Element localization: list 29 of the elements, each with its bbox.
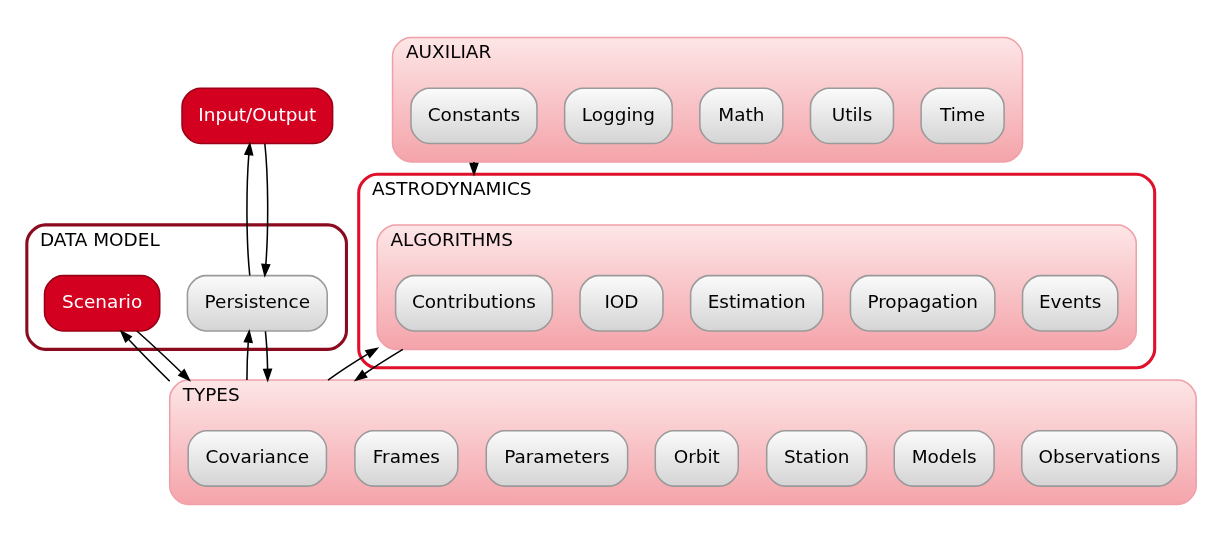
arrow — [243, 140, 254, 276]
node-box: Models — [893, 429, 995, 487]
arrow — [262, 330, 273, 382]
arrow — [353, 348, 404, 381]
node-box: Frames — [354, 429, 459, 487]
node-box: Observations — [1021, 429, 1178, 487]
arrow — [136, 329, 191, 382]
node-box: Constants — [410, 86, 538, 144]
arrow — [243, 328, 254, 381]
arrow — [327, 346, 380, 381]
node-box: Utils — [809, 86, 895, 144]
node-box: Covariance — [187, 429, 328, 487]
node-box: Parameters — [485, 429, 629, 487]
node-box: Scenario — [43, 274, 161, 332]
node-box: Events — [1021, 274, 1119, 332]
node-box: Input/Output — [181, 86, 334, 144]
arrow — [469, 160, 479, 177]
node-box: Math — [699, 86, 784, 144]
node-box: Persistence — [186, 274, 328, 332]
node-box: Logging — [563, 86, 673, 144]
node-box: Contributions — [394, 274, 554, 332]
node-box: Propagation — [849, 274, 996, 332]
node-box: Time — [920, 86, 1005, 144]
node-box: Station — [765, 429, 868, 487]
node-box: Orbit — [654, 429, 740, 487]
node-box: IOD — [579, 274, 664, 332]
arrow — [261, 142, 271, 278]
node-box: Estimation — [689, 274, 824, 332]
arrow — [119, 329, 171, 382]
